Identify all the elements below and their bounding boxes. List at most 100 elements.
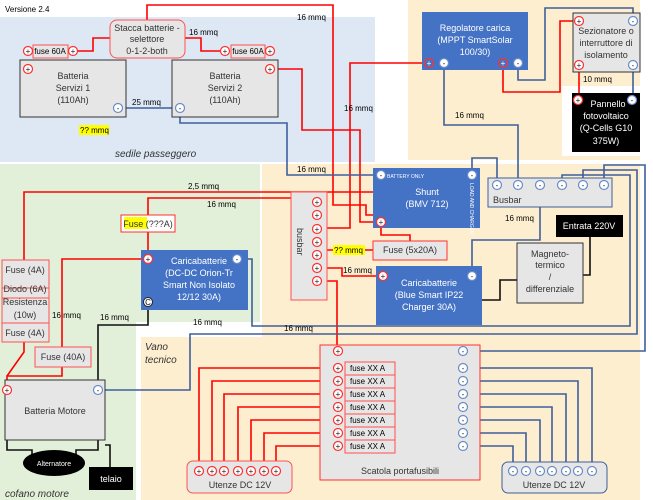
svg-text:/: / — [549, 272, 552, 282]
wire-label: 16 mmq — [284, 324, 313, 333]
seat-area-label: sedile passeggero — [115, 149, 197, 160]
svg-text:differenziale: differenziale — [526, 284, 574, 294]
svg-text:+: + — [577, 61, 582, 70]
svg-text:+: + — [315, 211, 320, 220]
svg-text:+: + — [577, 17, 582, 26]
svg-text:+: + — [315, 225, 320, 234]
positive-terminal-icon: + — [311, 275, 323, 287]
svg-text:+: + — [336, 442, 341, 451]
fuse-label: fuse XX A — [350, 390, 386, 399]
svg-text:-: - — [561, 181, 564, 190]
svg-text:Fuse (???A): Fuse (???A) — [123, 219, 173, 229]
negative-terminal-icon: - — [491, 179, 503, 191]
left-fuse-stack: Fuse (4A) Diodo (6A) Resistenza (10w) Fu… — [1, 259, 50, 343]
wire-label: 16 mmq — [100, 313, 129, 322]
svg-text:termico: termico — [535, 260, 565, 270]
svg-text:Pannello: Pannello — [590, 99, 625, 109]
positive-terminal-icon: + — [258, 465, 270, 477]
negative-terminal-icon: - — [512, 57, 524, 69]
tech-bay-label-2: tecnico — [145, 355, 177, 366]
terminals: ++++++++++++++++++++++++-+-+-+-+-+-+-+++… — [1, 15, 639, 477]
positive-terminal-icon: + — [375, 216, 387, 228]
positive-terminal-icon: + — [67, 45, 79, 57]
fuse-60a-2: fuse 60A — [230, 44, 266, 59]
positive-terminal-icon: + — [245, 465, 257, 477]
fuse-row: fuse XX A — [344, 374, 396, 389]
svg-text:Batteria: Batteria — [209, 71, 240, 81]
positive-terminal-icon: + — [311, 249, 323, 261]
dcdc-charger: Caricabatterie (DC-DC Orion-Tr Smart Non… — [141, 250, 248, 310]
positive-terminal-icon: + — [264, 45, 276, 57]
svg-text:Charger 30A): Charger 30A) — [402, 302, 456, 312]
svg-text:-: - — [582, 181, 585, 190]
fuse-row: fuse XX A — [344, 400, 396, 415]
positive-busbar: busbar — [290, 191, 328, 301]
negative-terminal-icon: - — [534, 465, 546, 477]
svg-text:telaio: telaio — [100, 474, 122, 484]
svg-text:Utenze DC 12V: Utenze DC 12V — [209, 480, 272, 490]
mains-input: Entrata 220V — [556, 215, 623, 237]
negative-terminal-icon: - — [375, 169, 387, 181]
positive-terminal-icon: + — [497, 57, 509, 69]
negative-terminal-icon: - — [112, 102, 124, 114]
positive-terminal-icon: + — [22, 45, 34, 57]
engine-bay-label: cofano motore — [5, 489, 69, 500]
svg-text:+: + — [315, 238, 320, 247]
svg-text:+: + — [26, 47, 31, 56]
wire-label: 16 mmq — [189, 28, 218, 37]
svg-text:-: - — [462, 364, 465, 373]
wire-label: 16 mmq — [455, 111, 484, 120]
svg-text:Diodo (6A): Diodo (6A) — [3, 284, 46, 294]
svg-text:-: - — [577, 467, 580, 476]
svg-text:-: - — [462, 347, 465, 356]
svg-text:-: - — [462, 390, 465, 399]
svg-text:Sezionatore o: Sezionatore o — [578, 26, 634, 36]
svg-text:+: + — [210, 467, 215, 476]
breaker-rcd[interactable]: Magneto- termico / differenziale — [516, 242, 584, 304]
mppt-controller: Regolatore carica (MPPT SmartSolar 100/3… — [422, 12, 528, 70]
svg-text:Servizi 1: Servizi 1 — [56, 83, 91, 93]
svg-text:Shunt: Shunt — [415, 187, 439, 197]
negative-terminal-icon: - — [466, 270, 478, 282]
positive-terminal-icon: + — [311, 236, 323, 248]
svg-text:interruttore di: interruttore di — [579, 38, 632, 48]
svg-text:fuse 60A: fuse 60A — [232, 47, 264, 56]
svg-text:Entrata 220V: Entrata 220V — [563, 221, 616, 231]
fuse-label: fuse XX A — [350, 403, 386, 412]
wire-label: 16 mmq — [207, 200, 236, 209]
battery-switch[interactable]: Stacca batterie - selettore 0-1-2-both — [109, 19, 186, 59]
svg-text:(Blue Smart IP22: (Blue Smart IP22 — [395, 290, 464, 300]
negative-terminal-icon: - — [572, 465, 584, 477]
fuse-40a: Fuse (40A) — [34, 346, 92, 368]
svg-text:-: - — [462, 429, 465, 438]
svg-text:Fuse (4A): Fuse (4A) — [5, 328, 45, 338]
positive-terminal-icon: + — [332, 401, 344, 413]
wire-label: 16 mmq — [344, 104, 373, 113]
svg-text:-: - — [517, 181, 520, 190]
negative-terminal-icon: - — [507, 465, 519, 477]
positive-terminal-icon: + — [1, 384, 13, 396]
svg-text:LOAD AND CHARGER: LOAD AND CHARGER — [468, 183, 474, 235]
fuse-row: fuse XX A — [344, 387, 396, 402]
negative-terminal-icon: - — [457, 388, 469, 400]
negative-terminal-icon: - — [457, 401, 469, 413]
svg-text:-: - — [631, 96, 634, 105]
negative-terminal-icon: - — [174, 102, 186, 114]
positive-terminal-icon: + — [264, 63, 276, 75]
fuse-5x20a: Fuse (5x20A) — [372, 240, 448, 261]
svg-text:Resistenza: Resistenza — [3, 297, 48, 307]
wire-label: 16 mmq — [505, 214, 534, 223]
positive-wires — [6, 4, 580, 386]
fuse-60a-1: fuse 60A — [32, 44, 69, 59]
positive-terminal-icon: + — [332, 440, 344, 452]
wire-labels: 16 mmq 16 mmq 25 mmq ?? mmq 16 mmq 16 mm… — [52, 13, 612, 333]
positive-terminal-icon: + — [311, 196, 323, 208]
svg-text:+: + — [336, 377, 341, 386]
fuse-label: fuse XX A — [350, 429, 386, 438]
svg-text:-: - — [517, 59, 520, 68]
svg-text:Batteria: Batteria — [57, 71, 88, 81]
svg-text:+: + — [336, 403, 341, 412]
svg-text:Busbar: Busbar — [493, 195, 522, 205]
svg-text:BATTERY ONLY: BATTERY ONLY — [387, 174, 425, 180]
